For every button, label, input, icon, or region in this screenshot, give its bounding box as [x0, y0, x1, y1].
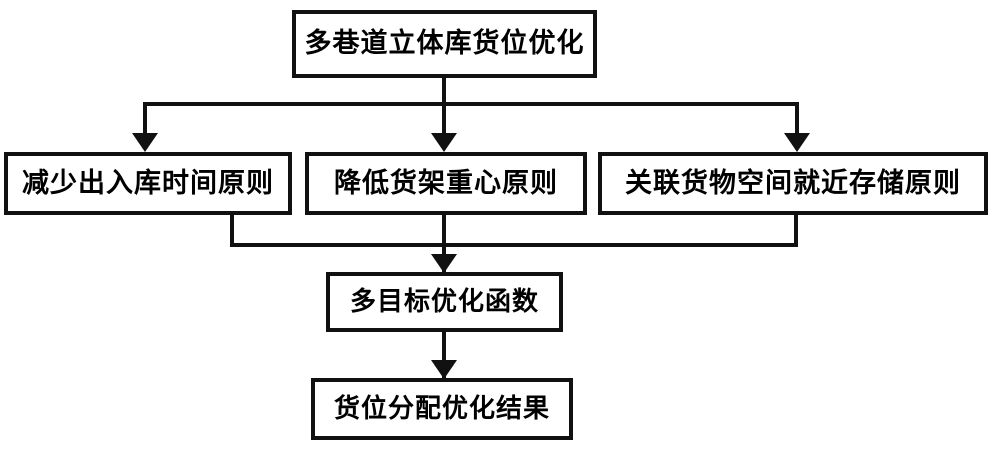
edge-top-stem: [442, 78, 446, 106]
arrowhead-to-principle-3: [784, 133, 810, 152]
edge-objective-to-result: [442, 332, 446, 380]
edge-drop-principle-3: [794, 215, 798, 247]
node-principle-lower-rack-center-of-gravity[interactable]: 降低货架重心原则: [305, 152, 587, 215]
node-multi-objective-optimization-function[interactable]: 多目标优化函数: [326, 272, 563, 332]
arrowhead-to-result: [431, 360, 457, 379]
arrowhead-to-principle-1: [132, 133, 158, 152]
node-multi-aisle-storage-optimization[interactable]: 多巷道立体库货位优化: [292, 10, 597, 78]
edge-drop-principle-1: [230, 215, 234, 247]
arrowhead-to-objective: [431, 254, 457, 273]
node-slot-allocation-optimization-result[interactable]: 货位分配优化结果: [311, 378, 573, 440]
edge-merge-bus: [230, 243, 798, 247]
node-principle-reduce-io-time[interactable]: 减少出入库时间原则: [4, 152, 292, 215]
edge-branch-center: [442, 102, 446, 137]
arrowhead-to-principle-2: [431, 133, 457, 152]
edge-distribution-bus: [143, 102, 799, 106]
edge-branch-left: [143, 102, 147, 137]
edge-drop-principle-2: [442, 215, 446, 247]
edge-branch-right: [795, 102, 799, 137]
node-principle-related-goods-proximity-storage[interactable]: 关联货物空间就近存储原则: [598, 152, 988, 215]
